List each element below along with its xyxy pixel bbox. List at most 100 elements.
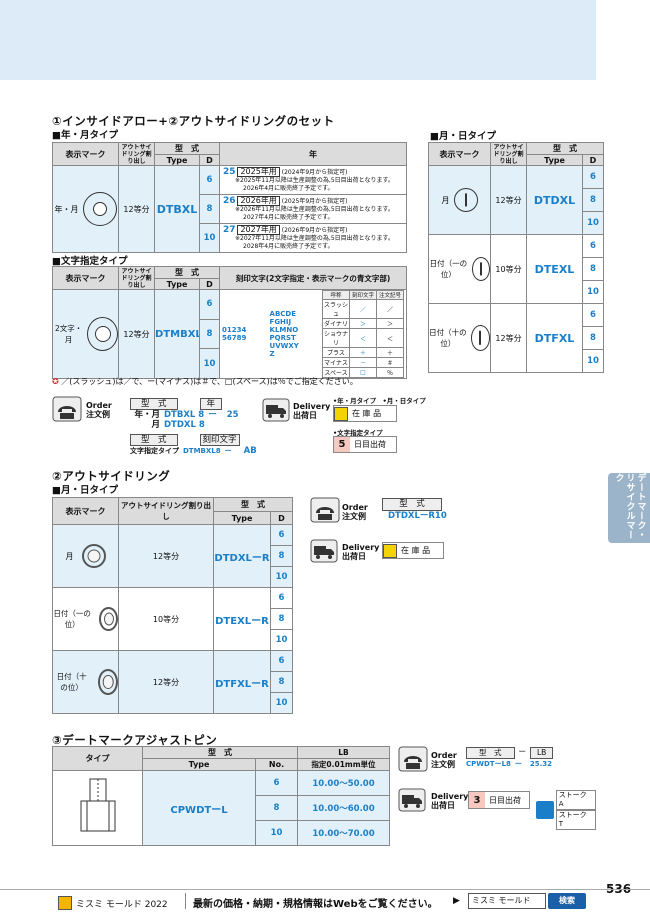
- char-digits-2: 56789: [222, 334, 247, 342]
- s2-h-outside: アウトサイドリング割り出し: [118, 497, 214, 525]
- stroke-icon: [536, 801, 554, 819]
- s3-no-6: 6: [255, 770, 298, 796]
- char-d-8: 8: [199, 318, 220, 350]
- s2-h-type: Type: [213, 511, 271, 525]
- md-mark-day10: 日付（十の位）: [428, 303, 491, 373]
- char-note: ✪ ／(スラッシュ)は／で、ー(マイナス)は＃で、□(スペース)は％でご指定くだ…: [52, 377, 358, 386]
- s2-d-8c: 8: [270, 671, 293, 693]
- top-banner: [0, 0, 596, 80]
- char-division: 12等分: [118, 289, 155, 379]
- stock-cube-icon-2: [383, 543, 397, 558]
- ym-year-27: 27 2027年用 (2026年9月から指定可) ※2027年11月以降は生産調…: [219, 223, 407, 253]
- md-day10-dial-icon: [470, 325, 490, 351]
- footer-sep: [185, 893, 186, 909]
- md-div-day1: 10等分: [490, 234, 527, 304]
- char-h-model: 型 式: [154, 266, 220, 279]
- char-letters: ABCDE FGHIJ KLMNO PQRST UVWXY Z: [269, 310, 299, 358]
- s3-h-lb: LB: [297, 746, 390, 759]
- ym-d-6: 6: [199, 165, 220, 195]
- md-div-month: 12等分: [490, 165, 527, 235]
- s3-type: CPWDTーL: [142, 770, 256, 846]
- footer-brand: ミスミ モールド 2022: [58, 896, 168, 910]
- s3-no-10: 10: [255, 820, 298, 846]
- side-tab[interactable]: デートマーク・リサイクルマーク: [608, 473, 650, 543]
- ym-h-mark: 表示マーク: [52, 142, 119, 166]
- char-h-outside: アウトサイドリング割り出し: [118, 266, 155, 290]
- footer-search-button[interactable]: 検索: [548, 893, 586, 909]
- char-d-10: 10: [199, 348, 220, 379]
- section2-subtitle: ■月・日タイプ: [52, 485, 118, 496]
- stock-cube-icon: [334, 406, 348, 421]
- md-h-d: D: [582, 154, 604, 166]
- s2-mark-month: 月: [52, 524, 119, 588]
- md-h-type: Type: [526, 154, 583, 166]
- md-h-outside: アウトサイドリング割り出し: [490, 142, 527, 166]
- adjust-pin-icon: [80, 778, 115, 832]
- s2-mark-day1: 日付（一の位）: [52, 587, 119, 651]
- ym-division: 12等分: [118, 165, 155, 253]
- char-d-6: 6: [199, 289, 220, 320]
- ym-h-d: D: [199, 154, 220, 166]
- char-subtitle: ■文字指定タイプ: [52, 256, 128, 267]
- s2-ring-icon-2: [99, 607, 118, 631]
- phone-icon-3: [398, 746, 428, 772]
- char-h-type: Type: [154, 278, 200, 290]
- s3-range-10: 10.00〜70.00: [297, 820, 390, 846]
- ym-type: DTBXL: [154, 165, 200, 253]
- s3-h-type: Type: [142, 758, 256, 771]
- s2-h-mark: 表示マーク: [52, 497, 119, 525]
- adjust-pin-table: タイプ 型 式 LB Type No. 指定0.01mm単位 CPWDTーL 6…: [52, 746, 390, 846]
- ym-subtitle: ■年・月タイプ: [52, 130, 118, 141]
- ym-dial-icon: [82, 192, 117, 226]
- char-mark-cell: 2文字・月: [52, 289, 119, 379]
- char-h-engrave: 刻印文字(2文字指定・表示マークの青文字部): [219, 266, 407, 290]
- md-div-day10: 12等分: [490, 303, 527, 373]
- md-d-6b: 6: [582, 234, 604, 258]
- section3-title: ③デートマークアジャストピン: [52, 733, 218, 747]
- truck-icon: [262, 398, 290, 422]
- s2-ring-icon-1: [81, 544, 106, 568]
- ym-h-model: 型 式: [154, 142, 220, 155]
- s2-ring-icon-3: [98, 669, 118, 695]
- section1-title: ①インサイドアロー+②アウトサイドリングのセット: [52, 114, 335, 128]
- char-symbol-table: 呼称刻印文字注文記号 スラッシュ／／ ダイナリ＞＞ ショウナリ＜＜ プラス＋＋ …: [322, 290, 404, 378]
- truck-icon-3: [398, 788, 426, 812]
- ym-table: 表示マーク アウトサイドリング割り出し 型 式 年 Type D 年・月 12等…: [52, 142, 407, 253]
- footer-divider: [0, 889, 650, 890]
- char-table: 表示マーク アウトサイドリング割り出し 型 式 刻印文字(2文字指定・表示マーク…: [52, 266, 407, 379]
- s2-h-model: 型 式: [213, 497, 293, 512]
- md-d-10b: 10: [582, 280, 604, 304]
- char-h-d: D: [199, 278, 220, 290]
- s2-d-8a: 8: [270, 545, 293, 567]
- md-mark-month: 月: [428, 165, 491, 235]
- md-type-day10: DTFXL: [526, 303, 583, 373]
- s2-div-day1: 10等分: [118, 587, 214, 651]
- s3-h-model: 型 式: [142, 746, 298, 759]
- ym-mark-cell: 年・月: [52, 165, 119, 253]
- s2-d-10c: 10: [270, 692, 293, 714]
- s3-no-8: 8: [255, 795, 298, 821]
- s3-h-no: No.: [255, 758, 298, 771]
- md-type-month: DTDXL: [526, 165, 583, 235]
- ym-h-year: 年: [219, 142, 407, 166]
- ym-mark-label: 年・月: [54, 204, 79, 214]
- footer-search-input[interactable]: ミスミ モールド: [468, 893, 546, 909]
- s2-d-10a: 10: [270, 566, 293, 588]
- delivery-types-2: •文字指定タイプ: [333, 429, 383, 437]
- s2-type-month: DTDXLーR: [213, 524, 271, 588]
- s2-d-6b: 6: [270, 587, 293, 609]
- ym-year-26: 26 2026年用 (2025年9月から指定可) ※2026年11月以降は生産調…: [219, 194, 407, 224]
- md-mark-day1: 日付（一の位）: [428, 234, 491, 304]
- truck-icon-2: [310, 539, 338, 563]
- s2-d-10b: 10: [270, 629, 293, 651]
- md-h-mark: 表示マーク: [428, 142, 491, 166]
- md-d-8b: 8: [582, 257, 604, 281]
